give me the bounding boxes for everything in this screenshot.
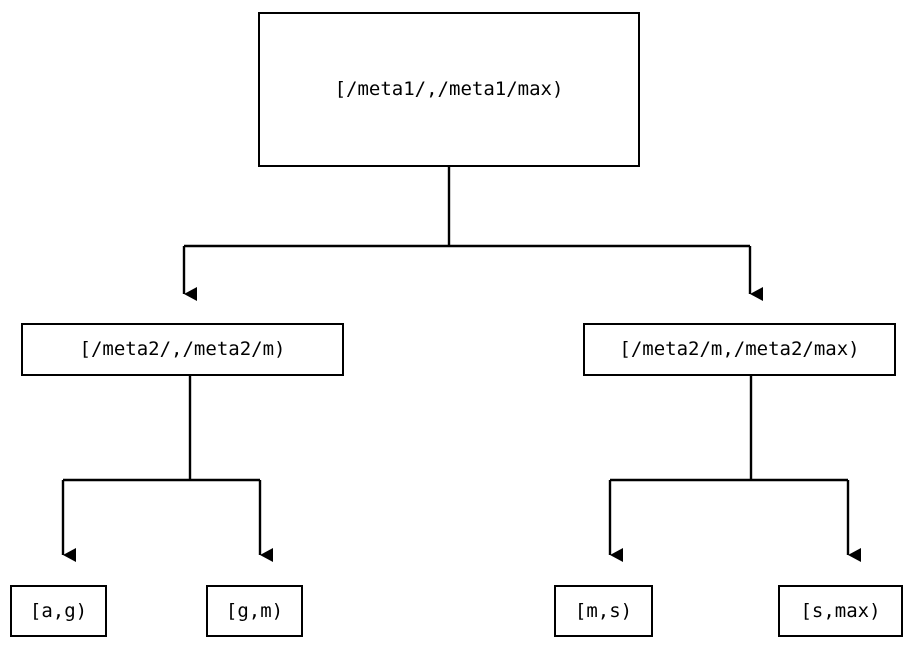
tree-node-meta2-low-label: [/meta2/,/meta2/m) [79,338,286,360]
tree-node-root[interactable]: [/meta1/,/meta1/max) [258,12,640,167]
edge-root-to-meta2-low [182,167,451,301]
tree-node-root-label: [/meta1/,/meta1/max) [334,78,564,100]
tree-node-meta2-low[interactable]: [/meta2/,/meta2/m) [21,323,344,376]
edge-root-to-meta2-high [449,244,763,301]
tree-node-meta2-high[interactable]: [/meta2/m,/meta2/max) [583,323,896,376]
edge-meta2-high-to-leaf-smax [751,478,861,562]
tree-node-leaf-ag-label: [a,g) [29,599,88,622]
tree-node-leaf-smax[interactable]: [s,max) [778,585,903,637]
tree-node-meta2-high-label: [/meta2/m,/meta2/max) [619,338,860,360]
tree-node-leaf-smax-label: [s,max) [800,599,881,622]
edge-meta2-high-to-leaf-ms [608,376,753,562]
tree-node-leaf-gm-label: [g,m) [225,599,284,622]
tree-node-leaf-ms[interactable]: [m,s) [554,585,653,637]
tree-node-leaf-ag[interactable]: [a,g) [10,585,107,637]
tree-node-leaf-gm[interactable]: [g,m) [206,585,303,637]
edge-meta2-low-to-leaf-gm [190,478,273,562]
tree-node-leaf-ms-label: [m,s) [574,599,633,622]
edge-meta2-low-to-leaf-ag [61,376,192,562]
